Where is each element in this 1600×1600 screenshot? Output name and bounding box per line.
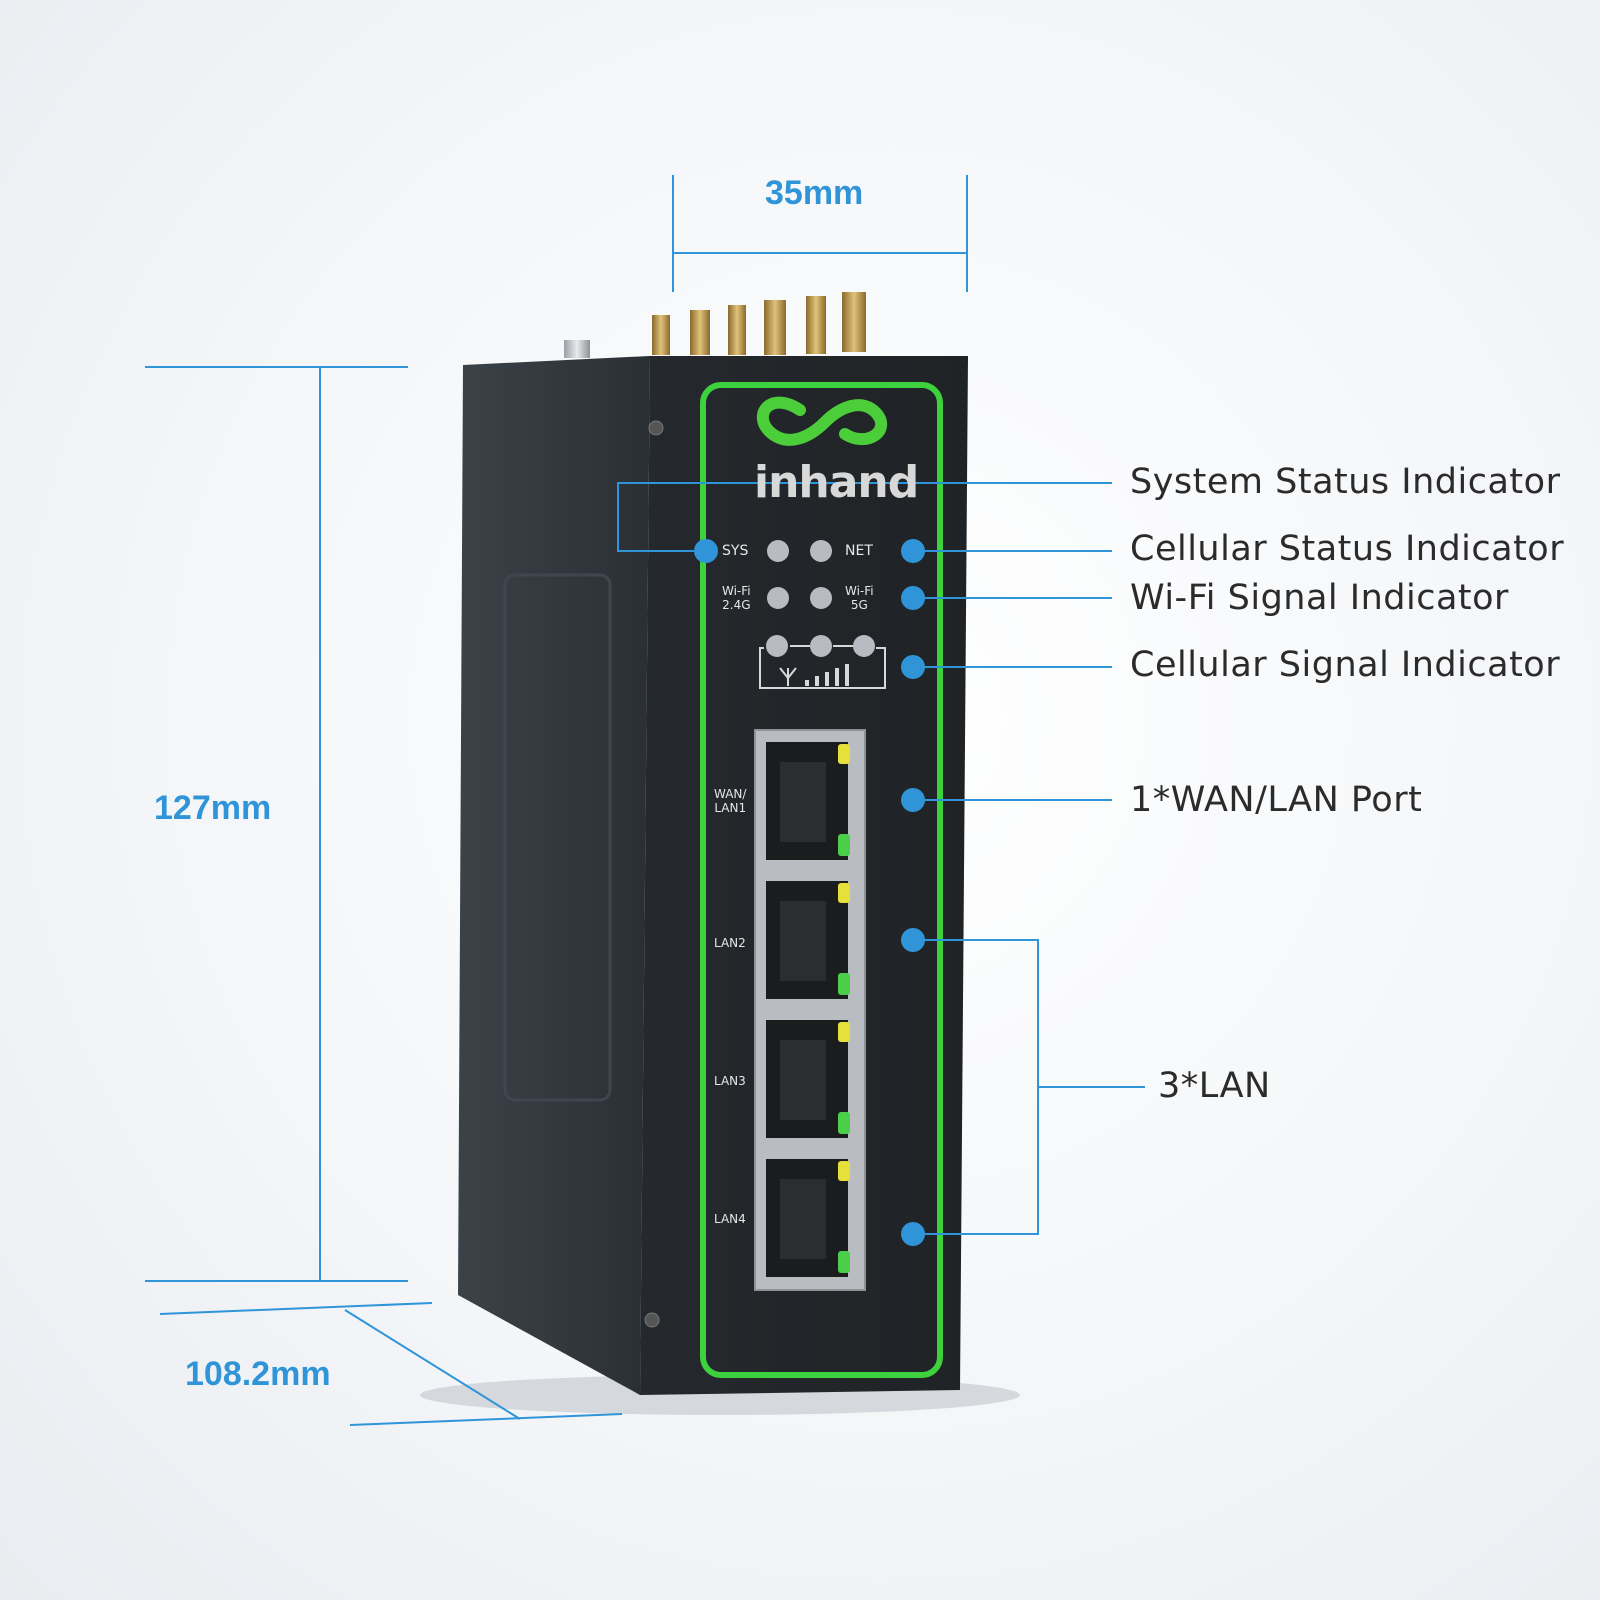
net-label: NET	[845, 543, 873, 559]
screw-icon	[648, 420, 664, 436]
cellular-status-label: Cellular Status Indicator	[1130, 529, 1565, 569]
green-frame	[700, 382, 943, 1378]
link-led-yellow	[838, 744, 850, 764]
ethernet-ports	[766, 742, 850, 1277]
ethernet-port	[766, 881, 850, 999]
brand-logo-text: inhand	[754, 457, 919, 508]
side-embossing	[503, 573, 612, 1102]
wan-lan-port-label: 1*WAN/LAN Port	[1130, 780, 1423, 820]
antenna-connectors	[564, 292, 866, 358]
ethernet-port	[766, 742, 850, 860]
wifi-5-label: Wi-Fi 5G	[845, 584, 874, 612]
lan-ports-label: 3*LAN	[1158, 1066, 1271, 1106]
activity-led-green	[838, 1251, 850, 1273]
ethernet-port	[766, 1159, 850, 1277]
callout-dots	[694, 539, 925, 1246]
wifi-signal-label: Wi-Fi Signal Indicator	[1130, 578, 1509, 618]
activity-led-green	[838, 834, 850, 856]
wifi-24-label: Wi-Fi 2.4G	[722, 584, 751, 612]
port4-label: LAN4	[714, 1212, 746, 1226]
port1-label: WAN/ LAN1	[714, 787, 747, 815]
system-status-label: System Status Indicator	[1130, 462, 1561, 502]
ethernet-port	[766, 1020, 850, 1138]
depth-dimension: 108.2mm	[185, 1355, 331, 1393]
cellular-signal-icon	[779, 664, 849, 686]
sys-label: SYS	[722, 543, 749, 559]
width-dimension: 35mm	[765, 174, 864, 212]
cellular-signal-label: Cellular Signal Indicator	[1130, 645, 1561, 685]
link-led-yellow	[838, 1022, 850, 1042]
port2-label: LAN2	[714, 936, 746, 950]
activity-led-green	[838, 973, 850, 995]
router-side-panel	[458, 356, 650, 1395]
callout-lines	[617, 482, 1145, 1235]
inhand-logo-icon	[756, 396, 888, 446]
dimension-lines	[145, 175, 968, 1426]
status-leds	[759, 540, 886, 689]
link-led-yellow	[838, 883, 850, 903]
activity-led-green	[838, 1112, 850, 1134]
port3-label: LAN3	[714, 1074, 746, 1088]
link-led-yellow	[838, 1161, 850, 1181]
height-dimension: 127mm	[154, 789, 272, 827]
screw-icon	[644, 1312, 660, 1328]
